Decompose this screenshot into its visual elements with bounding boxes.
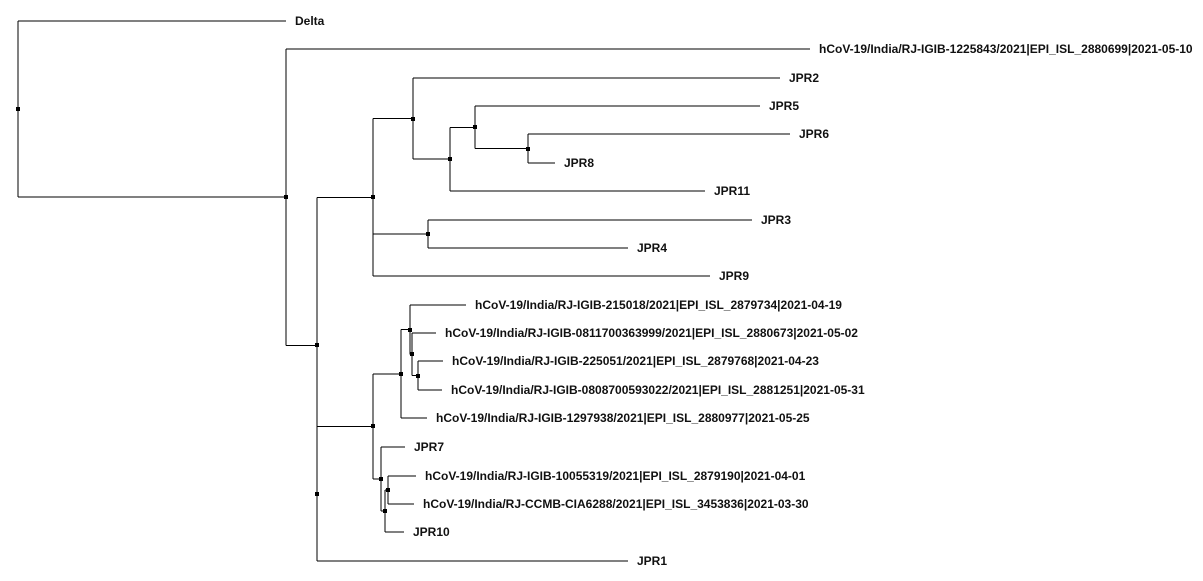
leaf-label-rj225051: hCoV-19/India/RJ-IGIB-225051/2021|EPI_IS… bbox=[452, 354, 819, 368]
leaf-label-jpr5: JPR5 bbox=[769, 99, 799, 113]
leaf-label-rj1297938: hCoV-19/India/RJ-IGIB-1297938/2021|EPI_I… bbox=[436, 411, 810, 425]
node-dot-n16 bbox=[383, 509, 387, 513]
node-dot-n3 bbox=[371, 195, 375, 199]
node-dot-n1 bbox=[284, 195, 288, 199]
node-dot-n6 bbox=[473, 125, 477, 129]
node-dot-n2 bbox=[315, 343, 319, 347]
leaf-label-jpr6: JPR6 bbox=[799, 127, 829, 141]
leaf-label-jpr3: JPR3 bbox=[761, 213, 791, 227]
node-dot-n15 bbox=[379, 477, 383, 481]
node-dot-n17 bbox=[386, 488, 390, 492]
leaf-label-jpr7: JPR7 bbox=[414, 440, 444, 454]
tree-nodes bbox=[16, 107, 530, 513]
node-dot-n12 bbox=[399, 372, 403, 376]
leaf-label-rj215018: hCoV-19/India/RJ-IGIB-215018/2021|EPI_IS… bbox=[475, 298, 842, 312]
node-dot-n10 bbox=[315, 492, 319, 496]
leaf-label-rj10055319: hCoV-19/India/RJ-IGIB-10055319/2021|EPI_… bbox=[425, 469, 806, 483]
leaf-label-jpr4: JPR4 bbox=[637, 241, 667, 255]
leaf-label-jpr8: JPR8 bbox=[564, 156, 594, 170]
node-dot-n7 bbox=[526, 147, 530, 151]
node-dot-n11 bbox=[371, 424, 375, 428]
leaf-label-jpr1: JPR1 bbox=[637, 554, 667, 568]
leaf-label-ccmbcia6288: hCoV-19/India/RJ-CCMB-CIA6288/2021|EPI_I… bbox=[423, 497, 809, 511]
node-dot-n8 bbox=[426, 232, 430, 236]
leaf-label-jpr11: JPR11 bbox=[714, 184, 750, 198]
node-dot-n4 bbox=[411, 117, 415, 121]
leaf-label-jpr9: JPR9 bbox=[719, 269, 749, 283]
leaf-label-delta: Delta bbox=[295, 14, 325, 28]
node-dot-root bbox=[16, 107, 20, 111]
node-dot-n14 bbox=[410, 352, 414, 356]
leaf-label-rj1225843: hCoV-19/India/RJ-IGIB-1225843/2021|EPI_I… bbox=[819, 42, 1193, 56]
node-dot-n14b bbox=[416, 374, 420, 378]
leaf-label-rj0811700363999: hCoV-19/India/RJ-IGIB-0811700363999/2021… bbox=[445, 326, 858, 340]
node-dot-n13 bbox=[408, 328, 412, 332]
tree-leaf-labels: Delta hCoV-19/India/RJ-IGIB-1225843/2021|… bbox=[295, 14, 1193, 568]
node-dot-n5 bbox=[448, 157, 452, 161]
leaf-label-rj0808700593022: hCoV-19/India/RJ-IGIB-0808700593022/2021… bbox=[451, 383, 865, 397]
leaf-label-jpr2: JPR2 bbox=[789, 71, 819, 85]
leaf-label-jpr10: JPR10 bbox=[413, 525, 450, 539]
tree-branches bbox=[17, 20, 810, 562]
